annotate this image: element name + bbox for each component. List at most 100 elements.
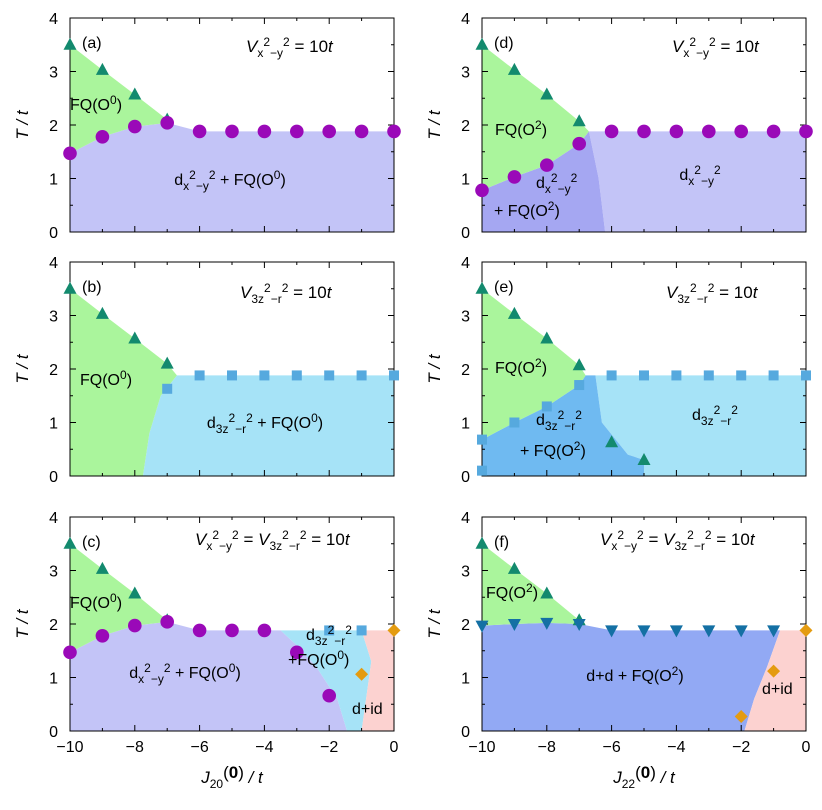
inverted-triangle-marker bbox=[572, 619, 586, 631]
panel-label: (c) bbox=[82, 534, 101, 551]
x-tick-label: 0 bbox=[390, 739, 399, 756]
y-tick-label: 2 bbox=[49, 362, 58, 379]
square-marker bbox=[509, 417, 520, 428]
phase-label: d+d + FQ(O2) bbox=[586, 664, 683, 685]
x-axis-label-left: J20(0) / t bbox=[200, 763, 264, 791]
circle-marker bbox=[128, 119, 142, 134]
x-tick-label: −2 bbox=[732, 739, 750, 756]
triangle-marker bbox=[128, 331, 142, 344]
phase-region-d3z2_mixed bbox=[482, 375, 644, 476]
phase-label: d+id bbox=[352, 701, 383, 718]
square-marker bbox=[477, 465, 487, 476]
phase-region-dd bbox=[482, 622, 781, 731]
circle-marker bbox=[354, 124, 369, 139]
triangle-marker bbox=[540, 87, 554, 100]
diamond-marker bbox=[355, 667, 369, 681]
square-marker bbox=[324, 625, 335, 636]
circle-marker bbox=[257, 124, 272, 139]
triangle-marker bbox=[572, 114, 586, 127]
circle-marker bbox=[225, 623, 239, 638]
y-tick-label: 4 bbox=[461, 510, 470, 527]
y-axis-label: T / t bbox=[13, 353, 32, 384]
y-tick-label: 4 bbox=[49, 11, 58, 28]
phase-label: d+id bbox=[762, 681, 793, 698]
y-tick-label: 0 bbox=[49, 225, 58, 242]
phase-label: d3z2−r2 + FQ(O0) bbox=[207, 411, 323, 436]
phase-label: + FQ(O2) bbox=[520, 439, 586, 460]
y-tick-label: 3 bbox=[49, 65, 58, 82]
circle-marker bbox=[637, 124, 651, 139]
inverted-triangle-marker bbox=[637, 625, 651, 638]
y-tick-label: 0 bbox=[49, 469, 58, 486]
phase-label: dx2−y2 + FQ(O0) bbox=[129, 661, 241, 686]
phase-region-d3z2 bbox=[280, 630, 372, 731]
potential-annotation: Vx2−y2 = 10t bbox=[672, 35, 760, 60]
circle-marker bbox=[702, 124, 716, 139]
circle-marker bbox=[128, 618, 142, 633]
data-markers bbox=[475, 37, 813, 198]
phase-label: dx2−y2 + FQ(O0) bbox=[174, 168, 286, 193]
square-marker bbox=[227, 370, 237, 381]
inverted-triangle-marker bbox=[540, 617, 554, 630]
square-marker bbox=[259, 370, 270, 381]
circle-marker bbox=[225, 124, 239, 139]
phase-region-d3z2 bbox=[142, 375, 394, 476]
phase-region-fq bbox=[482, 44, 589, 191]
circle-marker bbox=[63, 645, 77, 660]
circle-marker bbox=[475, 183, 489, 198]
triangle-marker bbox=[63, 37, 77, 50]
y-tick-label: 0 bbox=[461, 724, 470, 741]
phase-regions bbox=[70, 44, 394, 232]
y-tick-label: 4 bbox=[461, 255, 470, 272]
phase-regions bbox=[70, 288, 394, 476]
y-axis-label: T / t bbox=[425, 353, 444, 384]
triangle-marker bbox=[507, 306, 521, 319]
circle-marker bbox=[766, 124, 781, 139]
data-markers bbox=[63, 281, 399, 394]
circle-marker bbox=[95, 129, 110, 144]
phase-regions bbox=[482, 543, 806, 731]
square-marker bbox=[801, 370, 811, 381]
y-tick-label: 4 bbox=[49, 255, 58, 272]
x-tick-label: −8 bbox=[538, 739, 556, 756]
diamond-marker bbox=[734, 710, 748, 724]
square-marker bbox=[389, 370, 399, 381]
triangle-marker bbox=[572, 358, 586, 371]
triangle-marker bbox=[95, 306, 109, 319]
triangle-marker bbox=[128, 87, 142, 100]
y-tick-label: 1 bbox=[461, 172, 470, 189]
phase-regions bbox=[482, 44, 806, 232]
triangle-marker bbox=[605, 435, 619, 448]
phase-region-fq bbox=[482, 288, 586, 440]
circle-marker bbox=[160, 116, 174, 130]
y-tick-label: 1 bbox=[461, 671, 470, 688]
x-tick-label: −6 bbox=[190, 739, 208, 756]
y-tick-label: 3 bbox=[461, 65, 470, 82]
phase-label: FQ(O0) bbox=[70, 591, 122, 612]
circle-marker bbox=[160, 615, 174, 629]
inverted-triangle-marker bbox=[669, 625, 683, 638]
circle-marker bbox=[322, 124, 337, 139]
y-axis-label: T / t bbox=[425, 608, 444, 639]
panel-label: (a) bbox=[82, 35, 102, 52]
inverted-triangle-marker bbox=[605, 625, 619, 638]
phase-regions bbox=[482, 288, 806, 476]
triangle-marker bbox=[540, 331, 554, 344]
phase-region-dx2 bbox=[70, 122, 394, 232]
x-tick-label: −4 bbox=[255, 739, 273, 756]
square-marker bbox=[324, 370, 335, 381]
circle-marker bbox=[63, 146, 77, 161]
circle-marker bbox=[192, 124, 207, 139]
potential-annotation: Vx2−y2 = V3z2−r2 = 10t bbox=[195, 528, 351, 553]
y-tick-label: 0 bbox=[49, 724, 58, 741]
circle-marker bbox=[799, 124, 813, 139]
phase-regions bbox=[70, 543, 394, 731]
y-tick-label: 0 bbox=[461, 469, 470, 486]
triangle-marker bbox=[475, 281, 489, 294]
phase-label: FQ(O2) bbox=[495, 356, 547, 377]
phase-region-d3z2 bbox=[595, 375, 806, 476]
